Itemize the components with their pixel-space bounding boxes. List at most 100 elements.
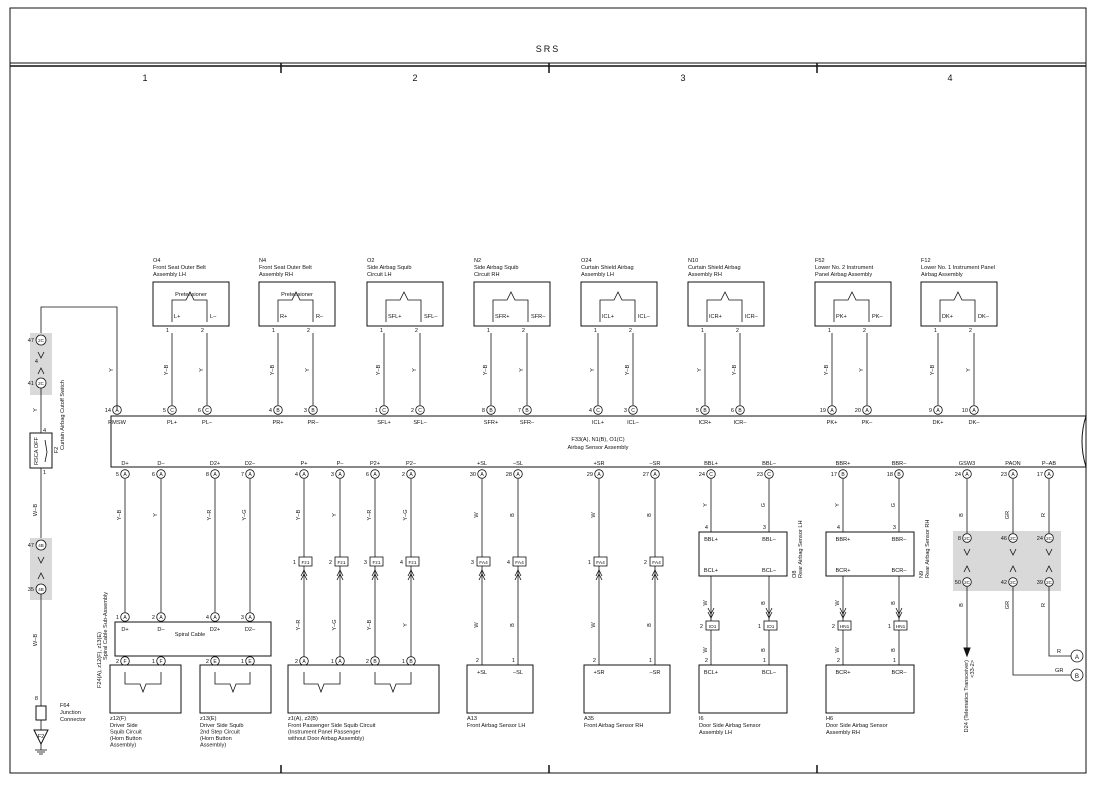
- ecu-bottom-pin-12-connector: [706, 469, 716, 479]
- telematics-wire-0-color: B: [959, 513, 965, 517]
- ecu-top-pin-10-wire-color: Y–B: [625, 364, 631, 375]
- junction-name-1: Junction: [60, 710, 81, 716]
- squib-5-code: N10: [688, 258, 698, 264]
- ecu-bottom-pin-17-connector: [1008, 469, 1018, 479]
- spiral-wire-0-top-connector: [120, 612, 130, 622]
- ecu-bottom-pin-10-label: +SR: [593, 461, 604, 467]
- svg-text:1: 1: [588, 560, 591, 566]
- diagram-title: SRS: [536, 44, 561, 54]
- horn-squib-boxes: [109, 664, 440, 714]
- svg-text:W–B: W–B: [33, 504, 39, 516]
- svg-text:3: 3: [471, 560, 474, 566]
- ecu-top-pin-8-pin-number: 7: [518, 408, 521, 414]
- svg-text:2: 2: [644, 560, 647, 566]
- svg-text:2: 2: [415, 328, 418, 334]
- ecu-top-pin-4-conn-letter: B: [311, 408, 315, 414]
- spiral-wire-1-top-conn-letter: A: [159, 615, 163, 621]
- ecu-top-pin-7-pin-number: 8: [482, 408, 485, 414]
- ecu-bottom-pin-17-conn-letter: A: [1011, 472, 1015, 478]
- ecu-top-pin-1-connector: [167, 405, 177, 415]
- squib-4-name-2: Assembly LH: [581, 272, 614, 278]
- passenger-wire-2-color: Y–R: [367, 510, 373, 521]
- rear-sensor-details: Y4BBL+BCL+WIO12W2BCL+G3BBL–BCL–BIO11B1BC…: [699, 479, 908, 736]
- ecu-top-pin-15-pin-number: 9: [929, 408, 932, 414]
- spiral-wire-2-bottom-conn-letter: E: [213, 659, 217, 665]
- svg-text:1: 1: [594, 328, 597, 334]
- passenger-wire-1-bottom-conn-letter: A: [338, 659, 342, 665]
- ecu-bottom-pin-15-label: BBR–: [892, 461, 908, 467]
- ecu-bottom-pin-18-connector: [1044, 469, 1054, 479]
- ecu-top-pin-2-conn-letter: C: [205, 408, 209, 414]
- squib-3-box: [473, 281, 551, 327]
- ecu-bottom-pin-1-conn-letter: A: [159, 472, 163, 478]
- ecu-bottom-pin-4-connector: [299, 469, 309, 479]
- svg-text:1: 1: [272, 328, 275, 334]
- ecu-bottom-pin-1-label: D–: [157, 461, 165, 467]
- ecu-bottom-pin-9-connector: [513, 469, 523, 479]
- z1-name-line-1: (Instrument Panel Passenger: [288, 730, 361, 736]
- svg-text:BCR+: BCR+: [835, 568, 850, 574]
- passenger-wire-3-color-2: Y: [403, 623, 409, 627]
- ecu-bottom-pin-10-pin-number: 29: [587, 472, 593, 478]
- rear-sensor-wire-1-color-3: B: [761, 648, 767, 652]
- spiral-wire-0-top-conn-letter: A: [123, 615, 127, 621]
- svg-text:2: 2: [700, 624, 703, 630]
- svg-text:1: 1: [487, 328, 490, 334]
- ecu-top-pin-2-connector: [202, 405, 212, 415]
- ecu-top-pin-3-label: PR+: [272, 420, 283, 426]
- ecu-top-pin-14-pin-number: 20: [855, 408, 861, 414]
- squib-0-name-1: Front Seat Outer Belt: [153, 265, 206, 271]
- svg-text:2: 2: [863, 328, 866, 334]
- ecu-top-pin-14-connector: [862, 405, 872, 415]
- ecu-bottom-pin-8-conn-letter: A: [480, 472, 484, 478]
- svg-text:39: 39: [1037, 580, 1043, 586]
- squib-2-pin-2: SFL–: [424, 314, 438, 320]
- svg-text:1: 1: [828, 328, 831, 334]
- a35-code: A35: [584, 716, 594, 722]
- spiral-wire-1-bottom-conn-letter: F: [159, 659, 162, 665]
- svg-text:BCL+: BCL+: [704, 670, 718, 676]
- ecu-top-pin-16-conn-letter: A: [972, 408, 976, 414]
- svg-text:47: 47: [28, 543, 34, 549]
- rear-sensor-wire-2-color-2: W: [835, 600, 841, 606]
- spiral-wire-0-bottom-pin-number: 2: [116, 659, 119, 665]
- ecu-bottom-pin-4-conn-letter: A: [302, 472, 306, 478]
- ecu-top-pin-8-conn-letter: B: [525, 408, 529, 414]
- svg-text:1: 1: [293, 560, 296, 566]
- svg-text:2C: 2C: [1010, 536, 1017, 541]
- column-label-2: 2: [412, 73, 417, 83]
- ecu-top-pin-7-connector: [486, 405, 496, 415]
- z1-name-line-0: Front Passenger Side Squib Circuit: [288, 723, 376, 729]
- ecu-top-pin-10-conn-letter: C: [631, 408, 635, 414]
- spiral-name: Spiral Cable Sub-Assembly: [103, 592, 109, 660]
- telematics-wire-1-color: GR: [1005, 511, 1011, 519]
- svg-text:GR: GR: [1055, 668, 1063, 674]
- ecu-top-pin-2-wire-color: Y: [199, 368, 205, 372]
- svg-text:2: 2: [201, 328, 204, 334]
- ecu-top-pin-11-connector: [700, 405, 710, 415]
- ecu-top-pin-13-conn-letter: A: [830, 408, 834, 414]
- ecu-bottom-pin-18-pin-number: 17: [1037, 472, 1043, 478]
- spiral-cable: Spiral Cable F24(A), z12(F), z13(E) Spir…: [97, 592, 272, 688]
- ecu-top-pin-5-label: SFL+: [377, 420, 391, 426]
- squib-7-name-1: Lower No. 1 Instrument Panel: [921, 265, 995, 271]
- squib-2-name-1: Side Airbag Squib: [367, 265, 411, 271]
- ecu-top-pin-3-connector: [273, 405, 283, 415]
- squib-1-pin-1: R+: [280, 314, 287, 320]
- ecu-code: F33(A), N1(B), O1(C): [571, 437, 624, 443]
- svg-text:41: 41: [28, 381, 34, 387]
- telematics-wire-2-color: R: [1041, 513, 1047, 517]
- ecu-top-pin-16-pin-number: 10: [962, 408, 968, 414]
- svg-text:1: 1: [43, 470, 46, 476]
- svg-text:1: 1: [166, 328, 169, 334]
